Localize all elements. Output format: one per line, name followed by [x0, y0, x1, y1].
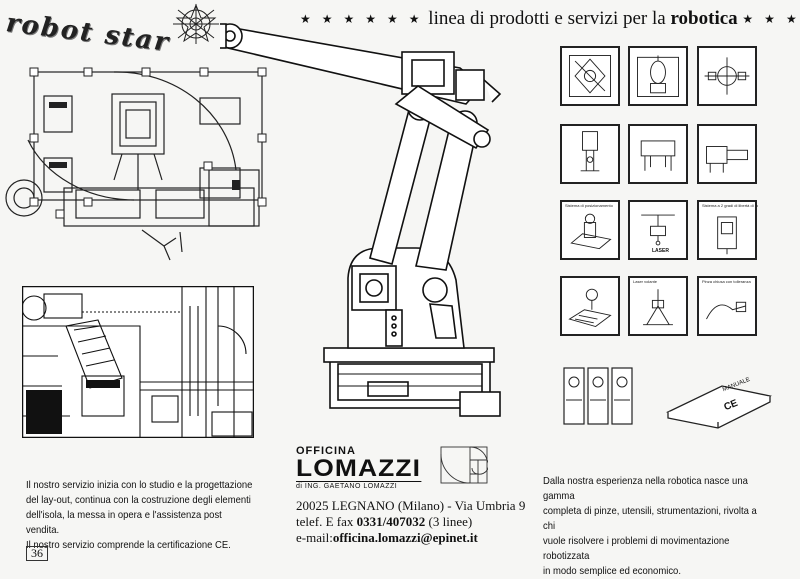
- rotation-system-icon: Sistema a 2 gradi di libertà di rotazion…: [697, 200, 758, 260]
- cell-layout-drawing: [5, 67, 267, 261]
- industrial-robot-drawing: [220, 23, 502, 417]
- header-tagline-text: linea di prodotti e servizi per la: [428, 8, 666, 29]
- flying-laser-icon: Laser volante: [628, 276, 688, 336]
- left-caption-line: Il nostro servizio inizia con lo studio …: [26, 480, 253, 491]
- phone-line: telef. E fax 0331/407032 (3 linee): [296, 514, 525, 530]
- header-stars-right: ★ ★ ★: [742, 12, 800, 27]
- ce-manual-drawing: MANUALE CE: [662, 368, 774, 430]
- company-subtitle: di ING. GAETANO LOMAZZI: [296, 483, 398, 490]
- email-link[interactable]: officina.lomazzi@epinet.it: [332, 530, 478, 545]
- email-prefix: e-mail:: [296, 530, 333, 545]
- right-caption-line: vuole risolvere i problemi di movimentaz…: [543, 536, 730, 562]
- icon-label: Laser volante: [633, 280, 658, 284]
- page-number: 36: [26, 546, 48, 561]
- right-caption: Dalla nostra esperienza nella robotica n…: [543, 474, 764, 579]
- laser-tool-icon: LASER: [628, 200, 688, 260]
- right-caption-line: Dalla nostra esperienza nella robotica n…: [543, 476, 748, 502]
- vertical-gripper-icon: [560, 124, 620, 184]
- email-line: e-mail:officina.lomazzi@epinet.it: [296, 530, 525, 546]
- header-stars-left: ★ ★ ★ ★ ★ ★: [300, 12, 424, 27]
- header-tagline: ★ ★ ★ ★ ★ ★ linea di prodotti e servizi …: [300, 8, 800, 30]
- phone-number: 0331/407032: [356, 514, 426, 529]
- company-pre: OFFICINA: [296, 445, 356, 457]
- right-caption-line: in modo semplice ed economico.: [543, 566, 681, 577]
- joystick-tool-icon: [628, 46, 688, 106]
- icon-label: Sistema a 2 gradi di libertà di rotazion…: [702, 204, 758, 208]
- left-caption: Il nostro servizio inizia con lo studio …: [26, 478, 256, 553]
- left-caption-line: dell'isola, la messa in opera e l'assist…: [26, 510, 222, 536]
- phone-prefix: telef. E fax: [296, 514, 354, 529]
- positioning-system-icon: Sistema di posizionamento: [560, 200, 620, 260]
- star-emblem-icon: [173, 3, 219, 44]
- gauge-panel-drawing: [563, 367, 633, 425]
- tool-changer-icon: [697, 124, 757, 184]
- contact-info: 20025 LEGNANO (Milano) - Via Umbria 9 te…: [296, 498, 525, 546]
- icon-label: Sistema di posizionamento: [565, 204, 613, 208]
- spiral-emblem-icon: [440, 446, 488, 484]
- parallel-gripper-icon: [628, 124, 688, 184]
- company-name: LOMAZZI: [296, 455, 422, 482]
- closed-gripper-icon: Pinza chiusa con tolleranza: [697, 276, 757, 336]
- robot-cell-drawing: [22, 286, 254, 438]
- left-caption-line: Il nostro servizio comprende la certific…: [26, 540, 231, 551]
- right-caption-line: completa di pinze, utensili, strumentazi…: [543, 506, 757, 532]
- rotary-gripper-icon: [697, 46, 757, 106]
- header-tagline-bold: robotica: [670, 8, 738, 29]
- address-line: 20025 LEGNANO (Milano) - Via Umbria 9: [296, 498, 526, 513]
- company-block: OFFICINA LOMAZZI di ING. GAETANO LOMAZZI: [296, 445, 422, 490]
- icon-label: Pinza chiusa con tolleranza: [702, 280, 751, 284]
- laser-label: LASER: [652, 248, 669, 254]
- left-caption-line: del lay-out, continua con la costruzione…: [26, 495, 251, 506]
- phone-suffix: (3 linee): [428, 514, 473, 529]
- gripper-layout-icon: [560, 46, 620, 106]
- pcb-tool-icon: [560, 276, 620, 336]
